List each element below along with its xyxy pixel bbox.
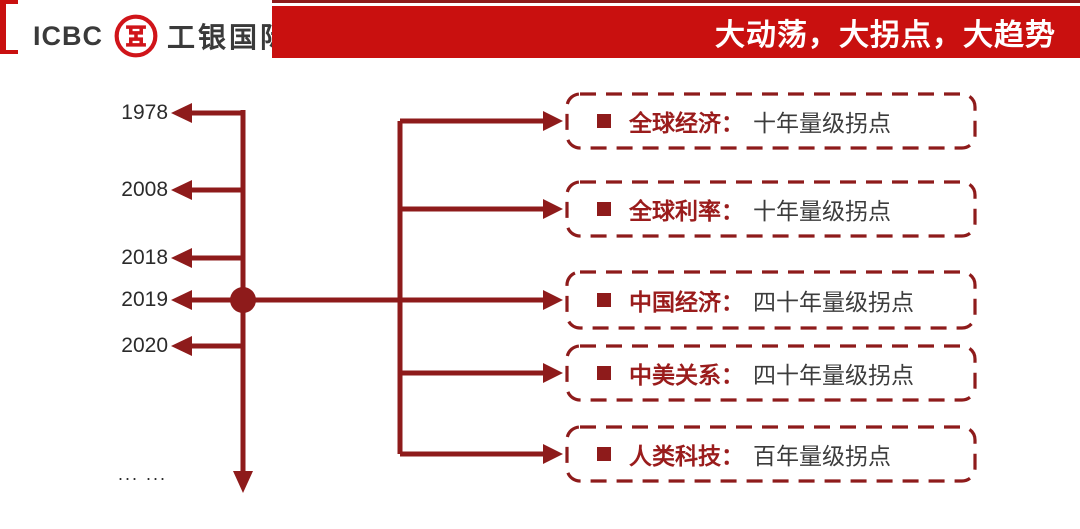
- dashed-border: [565, 92, 977, 150]
- square-bullet-icon: [597, 293, 611, 307]
- dashed-border: [565, 270, 977, 330]
- point-value: 十年量级拐点: [753, 110, 891, 136]
- dashed-border: [565, 425, 977, 483]
- point-value: 百年量级拐点: [753, 443, 891, 469]
- top-accent-line: [272, 0, 1080, 3]
- point-label: 全球利率：: [629, 198, 744, 224]
- point-value: 十年量级拐点: [753, 198, 891, 224]
- square-bullet-icon: [597, 447, 611, 461]
- title-banner: 大动荡，大拐点，大趋势: [272, 6, 1080, 58]
- point-label: 全球经济：: [629, 110, 744, 136]
- point-box-global-economy: 全球经济： 十年量级拐点: [565, 92, 977, 150]
- point-label: 人类科技：: [629, 443, 744, 469]
- point-box-china-economy: 中国经济： 四十年量级拐点: [565, 270, 977, 330]
- icbc-logo-icon: [114, 14, 158, 58]
- timeline-ellipsis: ... ...: [118, 464, 168, 484]
- logo-icbc-text: ICBC: [33, 20, 103, 51]
- point-label: 中美关系：: [629, 362, 744, 388]
- slide-title: 大动荡，大拐点，大趋势: [715, 19, 1056, 52]
- point-box-human-technology: 人类科技： 百年量级拐点: [565, 425, 977, 483]
- point-box-us-china-relations: 中美关系： 四十年量级拐点: [565, 344, 977, 402]
- square-bullet-icon: [597, 366, 611, 380]
- year-label-2020: 2020: [121, 334, 168, 357]
- square-bullet-icon: [597, 114, 611, 128]
- point-label: 中国经济：: [629, 289, 744, 315]
- corner-bracket-ornament: [0, 0, 18, 54]
- year-label-2008: 2008: [121, 178, 168, 201]
- square-bullet-icon: [597, 202, 611, 216]
- year-label-2019: 2019: [121, 288, 168, 311]
- year-label-2018: 2018: [121, 246, 168, 269]
- year-label-1978: 1978: [121, 101, 168, 124]
- dashed-border: [565, 180, 977, 238]
- point-value: 四十年量级拐点: [753, 289, 914, 315]
- point-box-global-rates: 全球利率： 十年量级拐点: [565, 180, 977, 238]
- dashed-border: [565, 344, 977, 402]
- logo: ICBC 工银国际: [33, 10, 291, 62]
- logo-cn-text: 工银国际: [167, 22, 292, 53]
- point-value: 四十年量级拐点: [753, 362, 914, 388]
